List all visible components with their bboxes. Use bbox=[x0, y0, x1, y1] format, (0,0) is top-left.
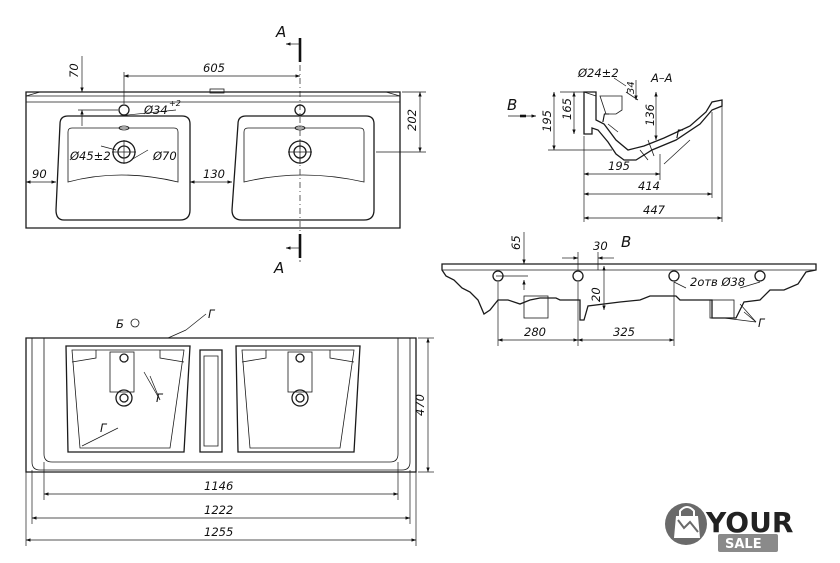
overflow-hole-diameter: Ø70 bbox=[152, 149, 177, 163]
dim-165: 165 bbox=[560, 98, 574, 120]
mark-g-section-2: Г bbox=[676, 127, 684, 141]
logo-text-sub: SALE bbox=[725, 537, 762, 552]
dim-30: 30 bbox=[593, 239, 608, 253]
section-view bbox=[508, 77, 723, 222]
mark-g-front-1: Г bbox=[156, 391, 164, 405]
dim-447: 447 bbox=[643, 203, 666, 217]
front-view-labels: Б Г Г Г 470 1146 1222 1255 bbox=[100, 307, 427, 539]
mark-g-section-1: Г bbox=[602, 111, 610, 125]
dim-90: 90 bbox=[32, 167, 47, 181]
dim-195-vertical: 195 bbox=[540, 110, 554, 132]
shopping-bag-icon bbox=[665, 503, 707, 545]
dim-1146: 1146 bbox=[204, 479, 233, 493]
view-b-title: B bbox=[621, 233, 631, 251]
logo-sub-badge bbox=[718, 534, 778, 552]
mark-g-front-top: Г bbox=[208, 307, 216, 321]
front-view bbox=[25, 313, 434, 546]
drain-hole-diameter: Ø45±2 bbox=[69, 149, 111, 163]
dim-130: 130 bbox=[203, 167, 225, 181]
mark-g-front-2: Г bbox=[100, 421, 108, 435]
section-view-labels: B A–A Ø24±2 34 136 195 165 195 414 447 Г… bbox=[507, 66, 684, 217]
dim-470: 470 bbox=[413, 394, 427, 416]
dim-65: 65 bbox=[509, 235, 523, 250]
section-mark-a-bottom: A bbox=[273, 259, 284, 277]
faucet-hole-diameter: Ø34 bbox=[143, 103, 168, 117]
faucet-hole-tolerance: +2 bbox=[169, 99, 181, 108]
section-mark-a-top: A bbox=[275, 23, 286, 41]
holes-note: 2отв Ø38 bbox=[690, 275, 745, 289]
logo-text-main: YOUR bbox=[705, 506, 793, 539]
dim-202: 202 bbox=[405, 109, 419, 131]
dim-34: 34 bbox=[626, 81, 637, 94]
dim-20: 20 bbox=[589, 287, 603, 302]
section-title: A–A bbox=[650, 71, 673, 85]
mark-b-front: Б bbox=[116, 317, 124, 331]
mark-g-view-b: Г bbox=[758, 316, 766, 330]
dim-280: 280 bbox=[524, 325, 546, 339]
dim-1222: 1222 bbox=[204, 503, 233, 517]
dim-414: 414 bbox=[638, 179, 660, 193]
dim-195-horizontal: 195 bbox=[608, 159, 630, 173]
dim-136: 136 bbox=[643, 104, 657, 126]
dim-325: 325 bbox=[613, 325, 635, 339]
dim-1255: 1255 bbox=[204, 525, 233, 539]
hole-diameter-24: Ø24±2 bbox=[577, 66, 619, 80]
top-view-labels: A A 605 70 202 90 130 Ø34 +2 Ø45±2 Ø70 bbox=[32, 23, 419, 277]
dim-70: 70 bbox=[67, 63, 81, 78]
dim-605: 605 bbox=[203, 61, 225, 75]
your-sale-logo: YOUR SALE bbox=[665, 503, 793, 552]
view-b-labels: B 65 30 20 280 325 2отв Ø38 Г bbox=[509, 233, 766, 339]
view-mark-b: B bbox=[507, 96, 517, 114]
top-view bbox=[25, 38, 426, 262]
view-b bbox=[441, 232, 817, 346]
